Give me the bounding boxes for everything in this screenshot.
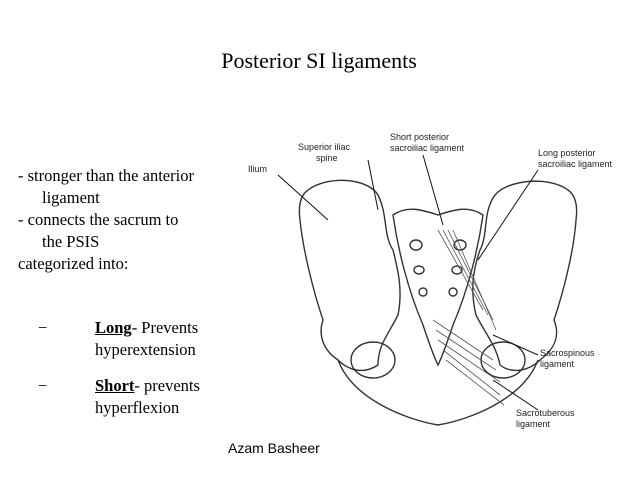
- author-footer: Azam Basheer: [228, 440, 320, 456]
- label-ilium: Ilium: [248, 164, 267, 174]
- right-obturator: [480, 341, 526, 379]
- dash-marker: −: [38, 376, 48, 395]
- label-long-posterior-2: sacroiliac ligament: [538, 159, 613, 169]
- term-long: Long: [95, 318, 132, 337]
- label-short-posterior-1: Short posterior: [390, 132, 449, 142]
- label-sacrospinous-2: ligament: [540, 359, 575, 369]
- left-obturator: [350, 341, 396, 379]
- pelvis-illustration: Ilium Superior iliac spine Short posteri…: [248, 132, 613, 429]
- bullet-list: - stronger than the anterior ligament - …: [18, 165, 253, 275]
- label-superior-iliac-spine-2: spine: [316, 153, 338, 163]
- dash-marker: −: [38, 318, 48, 337]
- slide-title: Posterior SI ligaments: [221, 48, 417, 73]
- label-sacrotuberous-1: Sacrotuberous: [516, 408, 575, 418]
- label-sacrospinous-1: Sacrospinous: [540, 348, 595, 358]
- label-sacrotuberous-2: ligament: [516, 419, 551, 429]
- sacrum-outline: [392, 208, 484, 367]
- label-superior-iliac-spine-1: Superior iliac: [298, 142, 351, 152]
- bullet-item: - connects the sacrum to the PSIS: [18, 210, 179, 251]
- left-ilium-outline: [298, 179, 401, 372]
- bullet-item: categorized into:: [18, 254, 129, 273]
- label-short-posterior-2: sacroiliac ligament: [390, 143, 465, 153]
- label-long-posterior-1: Long posterior: [538, 148, 596, 158]
- right-ilium-outline: [472, 180, 578, 372]
- term-short: Short: [95, 376, 135, 395]
- bullet-item: - stronger than the anterior ligament: [18, 166, 194, 207]
